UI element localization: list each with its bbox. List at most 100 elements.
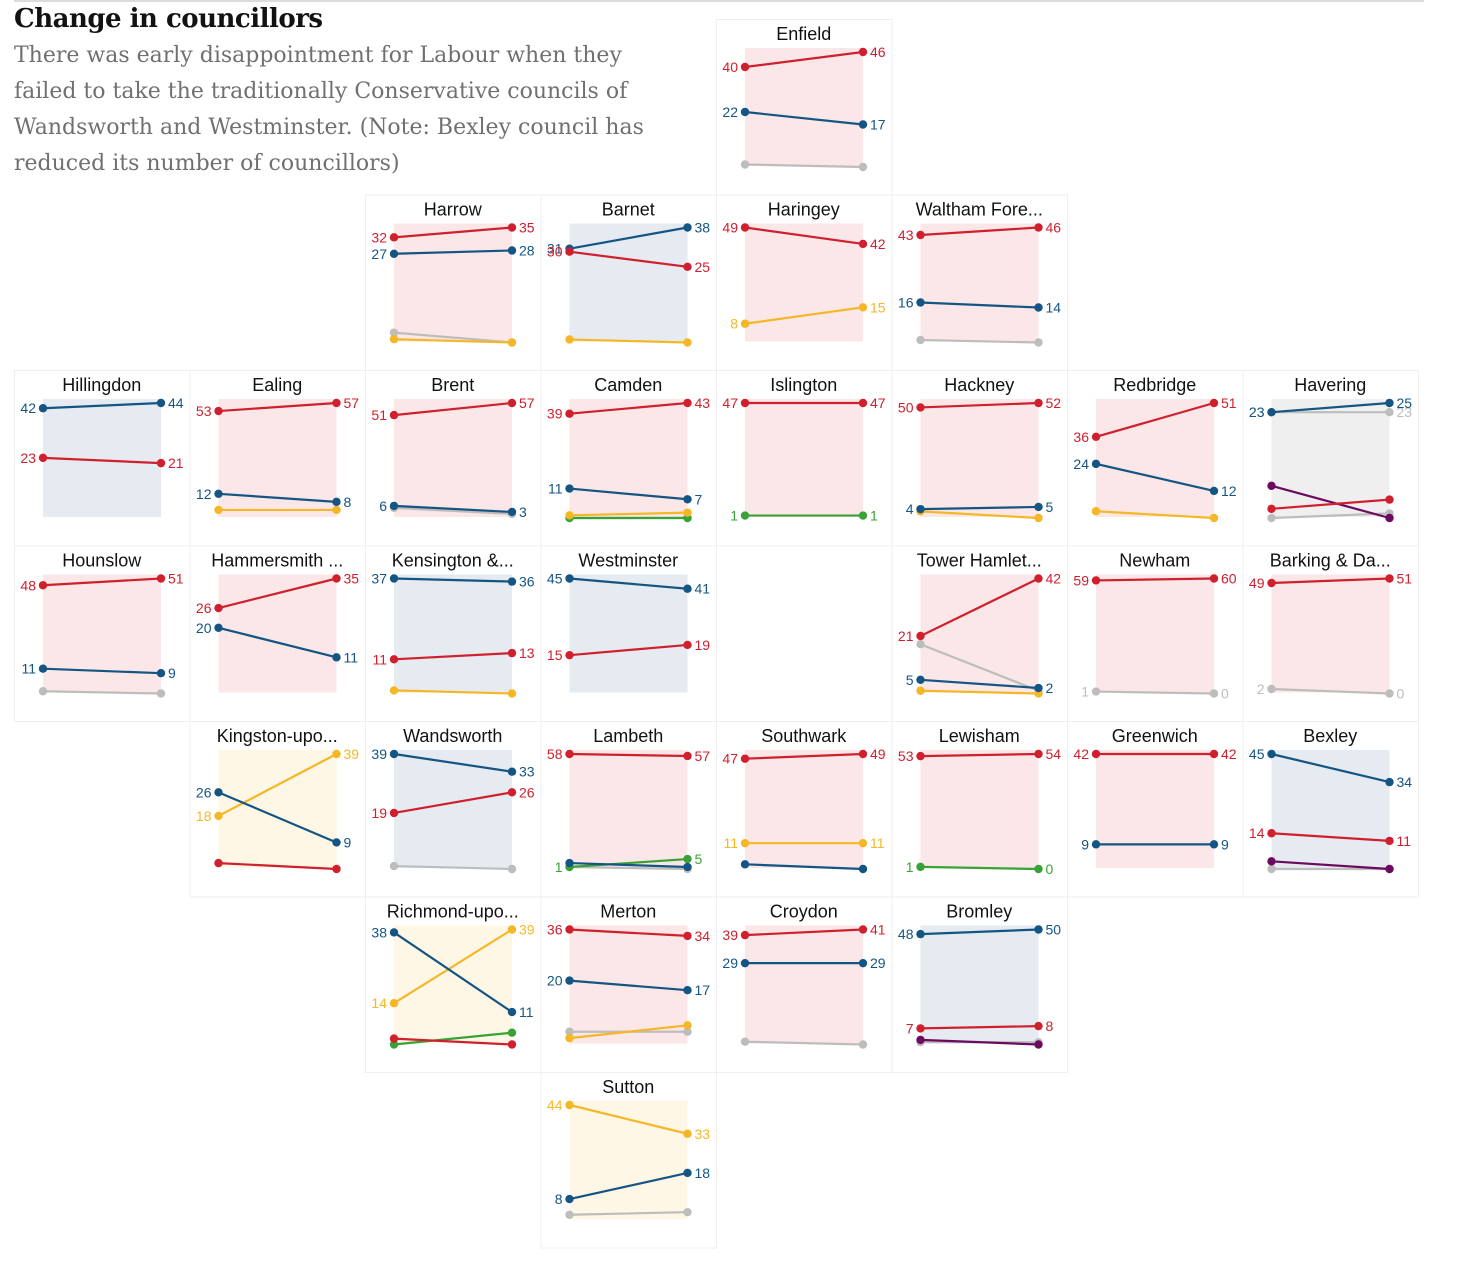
control-shading bbox=[394, 574, 512, 693]
point-2018 bbox=[507, 1028, 517, 1037]
value-label-2014: 12 bbox=[196, 486, 212, 502]
value-label-2018: 35 bbox=[344, 571, 360, 587]
series-line bbox=[393, 1037, 513, 1046]
point-2018 bbox=[507, 788, 517, 797]
point-2018 bbox=[156, 689, 166, 698]
value-label-2014: 53 bbox=[898, 748, 914, 764]
series-other bbox=[740, 160, 868, 172]
point-2014 bbox=[389, 928, 399, 937]
borough-name: Haringey bbox=[768, 200, 840, 220]
series-line bbox=[920, 928, 1039, 936]
value-label-2018: 33 bbox=[695, 1126, 711, 1142]
series-line bbox=[393, 791, 513, 815]
value-label-2018: 29 bbox=[870, 955, 886, 971]
point-2014 bbox=[389, 501, 399, 511]
tile-border bbox=[540, 1072, 717, 1249]
series-line bbox=[1095, 401, 1215, 438]
borough-name: Wandsworth bbox=[403, 726, 502, 746]
tile-border bbox=[1242, 721, 1419, 898]
series-con bbox=[565, 858, 692, 872]
point-2018 bbox=[1034, 502, 1043, 512]
value-label-2014: 2 bbox=[1257, 681, 1265, 697]
point-2014 bbox=[389, 574, 399, 583]
series-line bbox=[920, 338, 1039, 344]
value-label-2018: 38 bbox=[695, 220, 711, 236]
point-2014 bbox=[1091, 432, 1101, 442]
point-2018 bbox=[1385, 574, 1394, 583]
value-label-2018: 8 bbox=[344, 494, 352, 510]
series-line bbox=[744, 863, 864, 871]
point-2018 bbox=[683, 931, 692, 941]
series-line bbox=[920, 510, 1039, 520]
point-2018 bbox=[156, 669, 166, 678]
point-2014 bbox=[565, 976, 574, 985]
value-label-2014: 20 bbox=[196, 620, 212, 636]
value-label-2018: 9 bbox=[168, 665, 176, 681]
value-label-2018: 0 bbox=[1397, 686, 1405, 702]
series-line bbox=[218, 626, 337, 659]
borough-name: Tower Hamlet... bbox=[917, 551, 1042, 571]
point-2014 bbox=[38, 687, 48, 696]
point-2018 bbox=[507, 648, 517, 658]
control-shading bbox=[1271, 750, 1390, 868]
point-2014 bbox=[1267, 684, 1276, 694]
value-label-2014: 49 bbox=[1249, 575, 1265, 591]
value-label-2014: 47 bbox=[722, 751, 738, 767]
point-2018 bbox=[507, 767, 517, 776]
point-2014 bbox=[1267, 408, 1276, 417]
series-other bbox=[565, 1207, 692, 1219]
value-label-2018: 52 bbox=[1046, 395, 1062, 411]
value-label-2018: 34 bbox=[695, 928, 711, 944]
value-label-2018: 57 bbox=[695, 748, 711, 764]
series-line bbox=[1271, 832, 1390, 842]
series-line bbox=[218, 492, 337, 503]
series-line bbox=[1095, 690, 1215, 695]
control-shading bbox=[745, 750, 863, 868]
point-2014 bbox=[740, 860, 750, 869]
series-line bbox=[744, 50, 864, 69]
point-2018 bbox=[1385, 408, 1394, 417]
series-line bbox=[1095, 462, 1215, 493]
series-con: 818 bbox=[555, 1165, 711, 1207]
value-label-2014: 49 bbox=[722, 220, 738, 236]
point-2014 bbox=[565, 409, 574, 418]
point-2018 bbox=[858, 303, 868, 312]
value-label-2014: 50 bbox=[898, 399, 914, 415]
point-2014 bbox=[1267, 829, 1276, 838]
series-line bbox=[42, 690, 162, 695]
series-line bbox=[393, 506, 513, 516]
point-2014 bbox=[1091, 840, 1101, 849]
borough-name: Lambeth bbox=[593, 726, 663, 746]
value-label-2018: 5 bbox=[1046, 499, 1054, 515]
series-line bbox=[1271, 687, 1390, 695]
value-label-2014: 7 bbox=[906, 1020, 914, 1036]
series-line bbox=[393, 401, 513, 417]
point-2018 bbox=[507, 689, 517, 698]
point-2018 bbox=[1209, 398, 1219, 408]
point-2018 bbox=[507, 1007, 517, 1017]
point-2014 bbox=[565, 1033, 574, 1043]
value-label-2018: 46 bbox=[870, 44, 886, 60]
borough-name: Croydon bbox=[770, 902, 838, 922]
series-line bbox=[569, 865, 688, 871]
value-label-2018: 51 bbox=[1221, 395, 1237, 411]
